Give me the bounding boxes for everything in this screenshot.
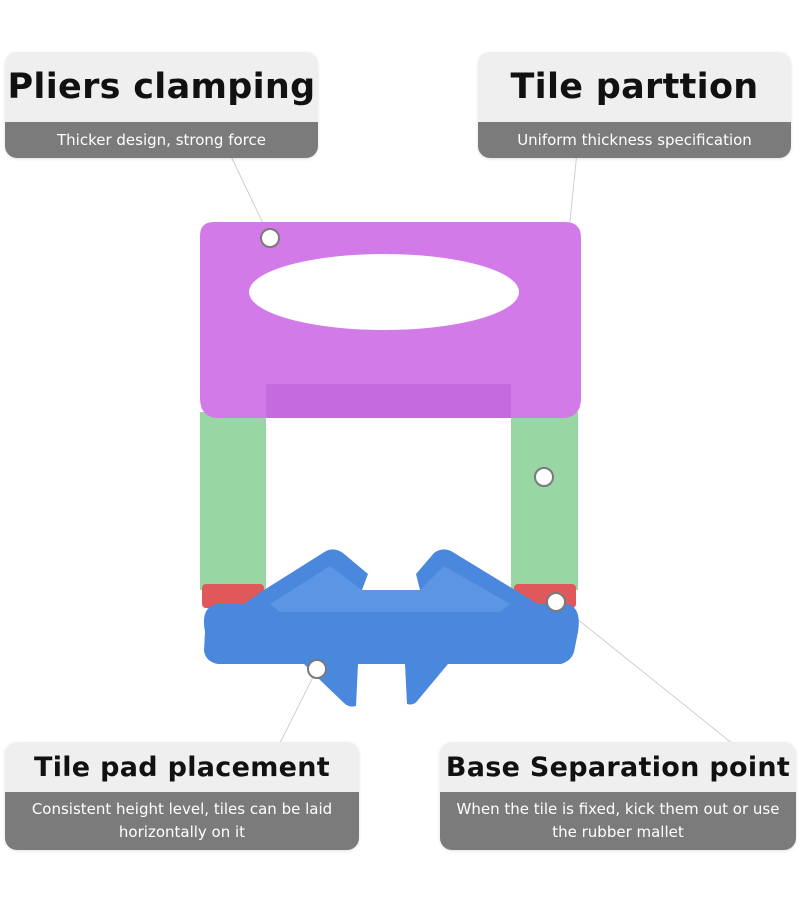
callout-dot-base-separation: [546, 592, 566, 612]
partition-leg-right: [511, 412, 578, 590]
callout-dot-pliers-clamping: [260, 228, 280, 248]
label-tile-partition: Tile parttion Uniform thickness specific…: [478, 52, 791, 158]
callout-dot-tile-pad-placement: [307, 659, 327, 679]
label-pliers-clamping-desc: Thicker design, strong force: [5, 122, 318, 158]
label-base-separation-point-title: Base Separation point: [440, 742, 796, 792]
label-tile-partition-title: Tile parttion: [478, 52, 791, 122]
clamp-inner-shade: [266, 384, 511, 418]
leader-line-base-separation: [555, 601, 739, 749]
label-tile-pad-placement-desc: Consistent height level, tiles can be la…: [5, 792, 359, 850]
label-tile-pad-placement-title: Tile pad placement: [5, 742, 359, 792]
label-base-separation-point: Base Separation point When the tile is f…: [440, 742, 796, 850]
label-pliers-clamping: Pliers clamping Thicker design, strong f…: [5, 52, 318, 158]
partition-leg-left: [200, 412, 266, 590]
label-pliers-clamping-title: Pliers clamping: [5, 52, 318, 122]
label-base-separation-point-desc: When the tile is fixed, kick them out or…: [440, 792, 796, 850]
leader-line-tile-pad-placement: [273, 668, 318, 756]
label-tile-pad-placement: Tile pad placement Consistent height lev…: [5, 742, 359, 850]
callout-dot-tile-partition: [534, 467, 554, 487]
clamp-top-plate: [200, 222, 581, 418]
base-highlight: [270, 566, 510, 612]
label-tile-partition-desc: Uniform thickness specification: [478, 122, 791, 158]
